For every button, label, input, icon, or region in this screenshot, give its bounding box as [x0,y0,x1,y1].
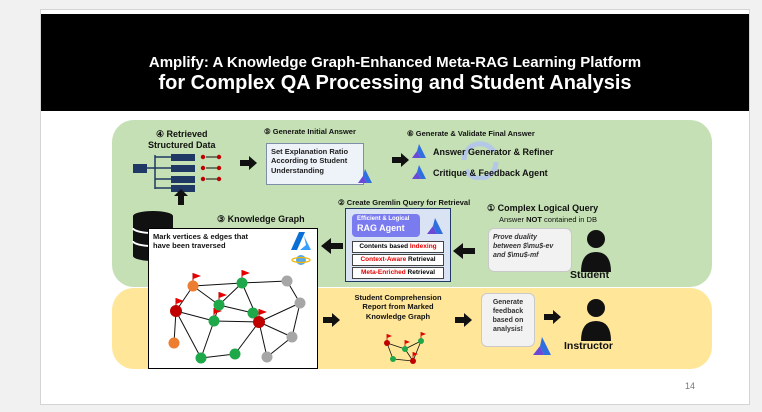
page-number: 14 [685,381,696,391]
create-gremlin-heading: ② Create Gremlin Query for Retrieval [338,198,471,207]
knowledge-graph-panel: Mark vertices & edges that have been tra… [148,228,318,369]
arrow-left-icon [321,238,343,254]
instructor-label: Instructor [564,340,614,352]
graph-network [168,270,306,364]
agent-logo-icon [533,337,551,355]
title-line-2: for Complex QA Processing and Student An… [158,72,632,94]
context-retrieval-item: Context-Aware Retrieval [352,254,444,266]
retrieved-data-heading: ④ Retrieved Structured Data [148,129,216,150]
indexing-item: Contents based Indexing [352,241,444,253]
title-bar: Amplify: A Knowledge Graph-Enhanced Meta… [41,14,749,111]
arrow-right-icon [455,313,472,327]
agent-logo-icon [427,218,443,234]
critique-feedback-label: Critique & Feedback Agent [433,168,548,178]
person-icon [581,230,611,272]
rag-agent-panel: Efficient & Logical RAG Agent Contents b… [345,208,451,282]
arrow-right-icon [240,156,257,170]
planet-icon [291,255,311,265]
arrow-right-icon [392,153,409,167]
comprehension-report-label: Student Comprehension Report from Marked… [354,293,442,321]
slide: Amplify: A Knowledge Graph-Enhanced Meta… [40,9,750,405]
mark-vertices-label: Mark vertices & edges that have been tra… [153,232,249,251]
person-icon [581,299,611,341]
arrow-right-icon [323,313,340,327]
student-label: Student [570,269,610,281]
meta-retrieval-item: Meta-Enriched Retrieval [352,267,444,279]
explanation-ratio-box: Set Explanation Ratio According to Stude… [266,143,364,185]
generate-validate-heading: ⑥ Generate & Validate Final Answer [407,129,535,138]
agent-logo-icon [358,169,372,183]
agent-logo-icon [412,165,426,179]
answer-generator-label: Answer Generator & Refiner [433,147,554,157]
knowledge-graph-heading: ③ Knowledge Graph [217,214,305,224]
query-speech-bubble: Prove duality between $\mu$-ev and $\mu$… [488,228,572,272]
answer-not-contained-label: Answer NOT contained in DB [499,215,597,224]
feedback-speech-bubble: Generate feedback based on analysis! [481,293,535,347]
mini-graph-figure [384,332,426,364]
generate-initial-answer-heading: ⑤ Generate Initial Answer [264,127,356,136]
data-block-main [133,164,147,173]
refresh-cycle-icon [461,141,499,180]
arrow-left-icon [453,243,475,259]
retrieved-data-figure [133,154,222,192]
azure-logo-icon [291,232,311,250]
arrow-up-icon [174,189,188,205]
rag-agent-badge: Efficient & Logical RAG Agent [352,214,420,237]
agent-logo-icon [412,144,426,158]
complex-query-heading: ① Complex Logical Query [487,203,599,213]
title-line-1: Amplify: A Knowledge Graph-Enhanced Meta… [148,54,642,71]
arrow-right-icon [544,310,561,324]
